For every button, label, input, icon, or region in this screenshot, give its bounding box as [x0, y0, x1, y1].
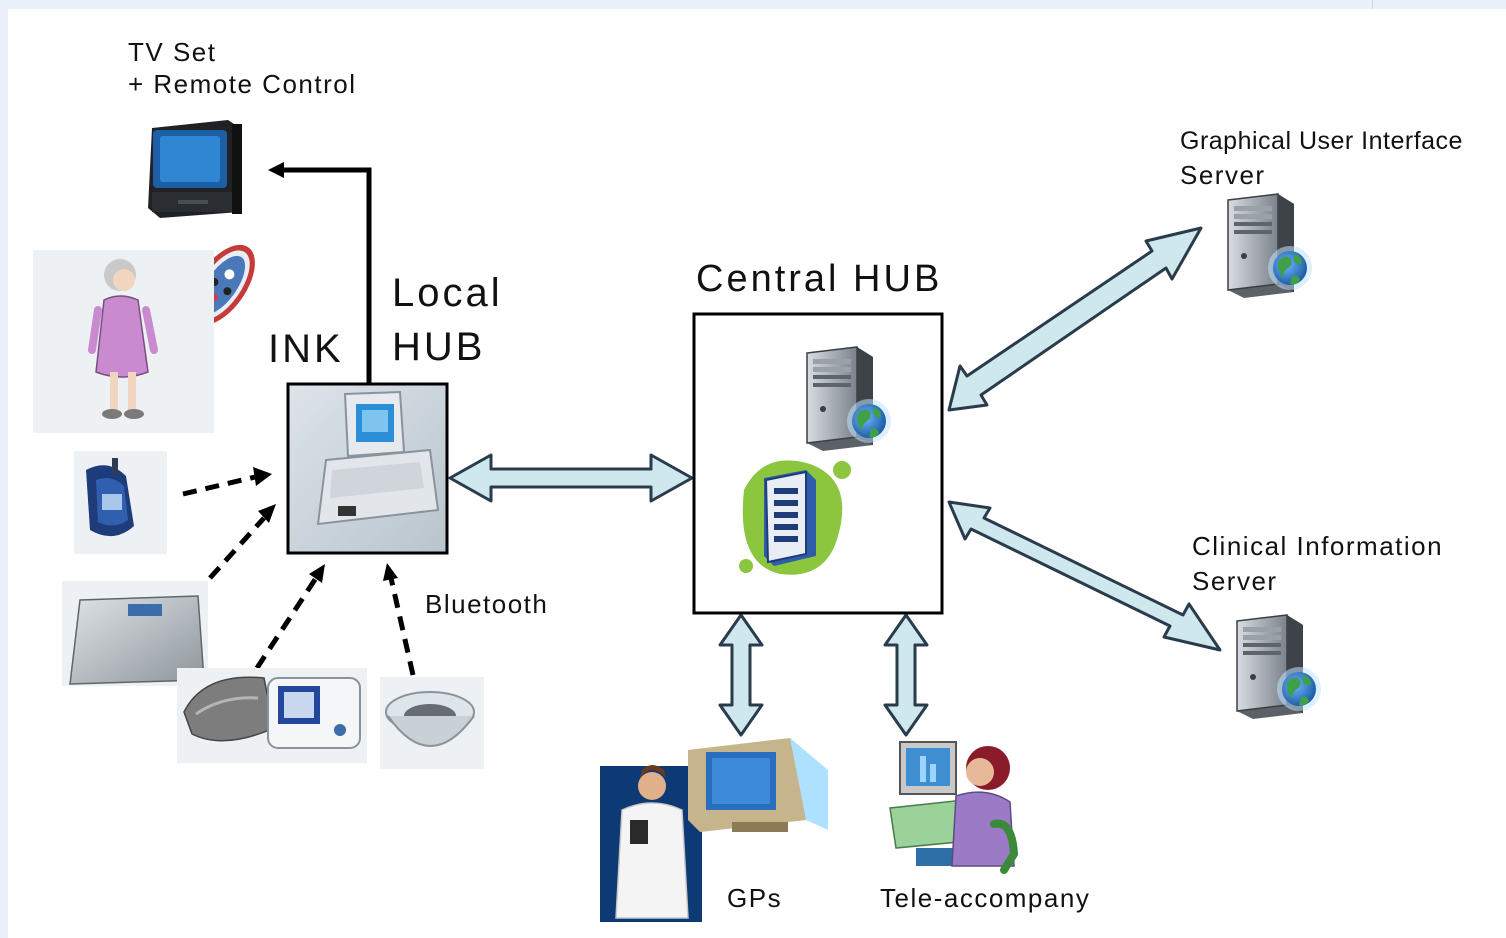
clinical-server-label-line2: Server [1192, 566, 1278, 596]
bluetooth-arrowheads [253, 467, 398, 583]
local-hub-label-line2: HUB [392, 325, 485, 369]
ink-label: INK [268, 327, 344, 371]
bluetooth-label: Bluetooth [425, 589, 548, 619]
blood-pressure-monitor-icon [177, 668, 367, 763]
gui-server-label-line2: Server [1180, 160, 1266, 190]
bluetooth-dashed-arrows [182, 474, 416, 676]
clinical-server-label-line1: Clinical Information [1192, 531, 1443, 561]
tv-label-line2: + Remote Control [128, 69, 356, 99]
kitchen-scale-icon [380, 677, 484, 769]
arrow-central-gps [718, 613, 764, 737]
double-arrows [448, 226, 1222, 737]
server-rack-icon [739, 460, 851, 575]
central-hub-label: Central HUB [696, 258, 942, 300]
doctor-computer-icon [600, 738, 828, 922]
laptop-icon [286, 382, 449, 555]
elderly-woman-icon [33, 250, 214, 433]
local-hub-label-line1: Local [392, 271, 503, 315]
arrow-central-gui-server [947, 226, 1203, 412]
window-edge [1372, 0, 1506, 9]
clinical-server-icon [1236, 614, 1322, 720]
arrow-central-tele [883, 613, 929, 737]
tv-connection-line [268, 162, 372, 384]
gps-label: GPs [727, 883, 782, 913]
glucometer-icon [74, 451, 167, 554]
tv-label-line1: TV Set [128, 37, 216, 67]
gui-server-label-line1: Graphical User Interface [1180, 127, 1463, 155]
operator-computer-icon [889, 741, 1019, 874]
arrow-local-central [448, 453, 694, 503]
gui-server-icon [1227, 193, 1313, 299]
tv-icon [148, 120, 242, 218]
tele-accompany-label: Tele-accompany [880, 883, 1090, 913]
arrow-central-clinical-server [947, 500, 1222, 652]
